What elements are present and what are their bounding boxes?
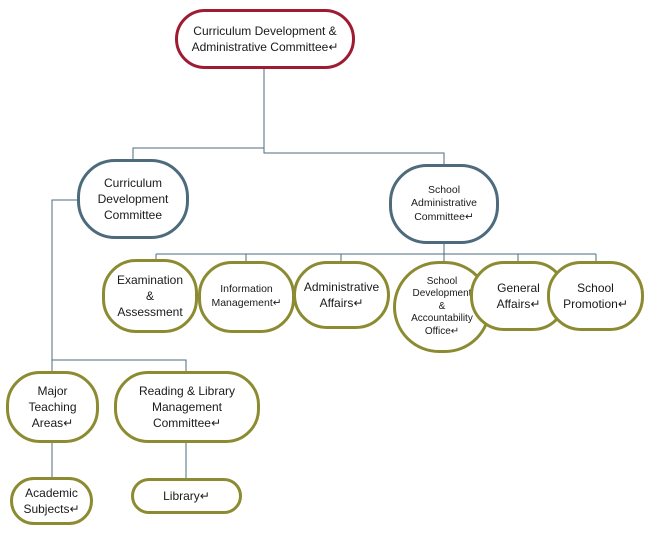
- reading-library-committee-node: Reading & Library Management Committee↵: [114, 371, 260, 443]
- general-affairs-node: General Affairs↵: [470, 261, 567, 331]
- academic-subjects-node: Academic Subjects↵: [10, 477, 93, 525]
- reading-library-committee-label: Reading & Library Management Committee↵: [138, 383, 236, 431]
- school-admin-committee-node: School Administrative Committee↵: [389, 164, 499, 244]
- major-teaching-areas-label: Major Teaching Areas↵: [28, 383, 77, 431]
- curriculum-committee-node: Curriculum Development Committee: [77, 159, 189, 239]
- major-teaching-areas-node: Major Teaching Areas↵: [6, 371, 99, 443]
- root-committee-label: Curriculum Development & Administrative …: [191, 23, 339, 54]
- school-development-label: School Development & Accountability Offi…: [411, 275, 473, 337]
- examination-node: Examination & Assessment: [102, 259, 198, 333]
- root-committee-node: Curriculum Development & Administrative …: [175, 9, 355, 69]
- school-promotion-label: School Promotion↵: [563, 280, 628, 311]
- school-promotion-node: School Promotion↵: [547, 261, 644, 331]
- connector-root-curriculum: [132, 68, 265, 161]
- administrative-affairs-label: Administrative Affairs↵: [303, 279, 380, 310]
- information-management-label: Information Management↵: [211, 283, 282, 309]
- school-admin-committee-label: School Administrative Committee↵: [411, 183, 477, 223]
- information-management-node: Information Management↵: [198, 261, 295, 333]
- examination-label: Examination & Assessment: [116, 272, 184, 320]
- academic-subjects-label: Academic Subjects↵: [23, 485, 80, 516]
- library-node: Library↵: [131, 478, 242, 514]
- connector-root-school: [263, 68, 445, 164]
- curriculum-committee-label: Curriculum Development Committee: [97, 175, 169, 223]
- administrative-affairs-node: Administrative Affairs↵: [293, 261, 390, 329]
- general-affairs-label: General Affairs↵: [496, 280, 541, 311]
- library-label: Library↵: [163, 488, 210, 503]
